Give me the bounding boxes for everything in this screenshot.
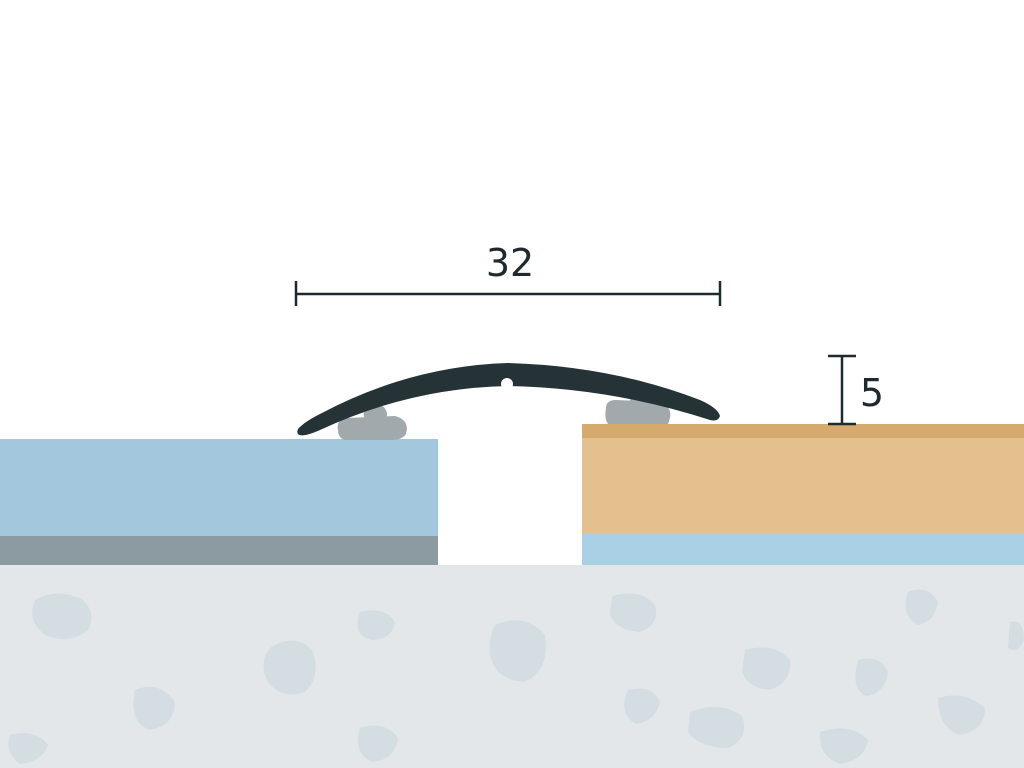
profile-clips: [337, 393, 671, 440]
right-floor-edge: [582, 424, 1024, 438]
height-dimension-label: 5: [860, 371, 884, 415]
left-clip: [337, 416, 407, 440]
stone: [263, 640, 316, 695]
stone: [905, 589, 938, 625]
stone: [819, 728, 868, 764]
stone: [610, 593, 656, 632]
stone: [742, 647, 791, 690]
screw-hole: [501, 378, 513, 390]
stone: [489, 620, 546, 682]
stone: [357, 610, 395, 640]
stone: [357, 725, 398, 762]
screed-stones: [8, 589, 1024, 764]
left-floor: [0, 439, 438, 565]
transition-profile: [297, 363, 720, 436]
width-dimension: 32: [294, 241, 722, 306]
stone: [1008, 621, 1024, 651]
width-dimension-label: 32: [486, 241, 534, 285]
right-floor-underlay: [582, 533, 1024, 565]
stone: [855, 658, 888, 696]
right-clip: [605, 400, 671, 424]
stone: [938, 695, 985, 735]
right-floor: [582, 424, 1024, 565]
left-floor-covering: [0, 439, 438, 536]
right-floor-covering: [582, 438, 1024, 533]
stone: [688, 706, 745, 748]
left-floor-underlay: [0, 536, 438, 565]
height-dimension: 5: [828, 354, 884, 426]
stone: [133, 686, 175, 730]
stone: [624, 688, 660, 724]
stone: [32, 593, 92, 639]
stone: [8, 732, 48, 764]
screed-base: [0, 565, 1024, 768]
